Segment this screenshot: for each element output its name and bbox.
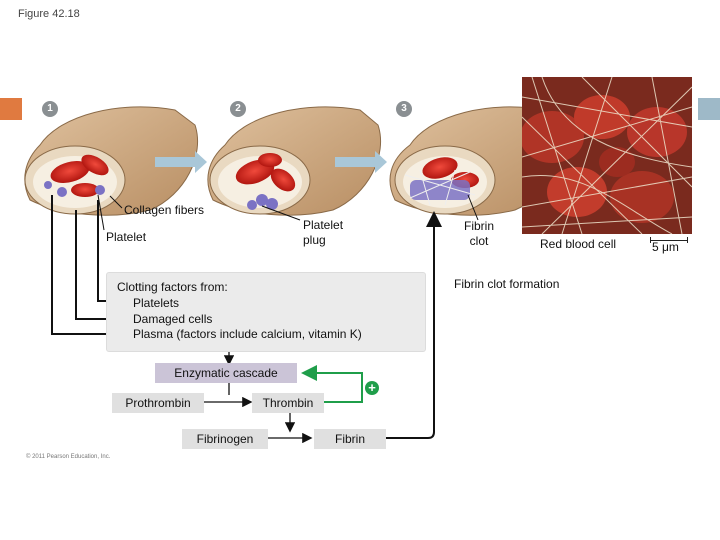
fibrin-clot-formation-label: Fibrin clot formation <box>454 277 560 291</box>
vessel-1-illustration <box>24 106 199 216</box>
factor-plasma: Plasma (factors include calcium, vitamin… <box>133 327 362 341</box>
factor-platelets: Platelets <box>133 296 180 310</box>
red-blood-cell-label: Red blood cell <box>540 237 617 251</box>
flow-arrow-1 <box>155 151 207 173</box>
enzymatic-cascade-box: Enzymatic cascade <box>155 363 297 383</box>
scale-bar <box>650 237 688 243</box>
factor-damaged-cells: Damaged cells <box>133 312 213 326</box>
scale-label: 5 μm <box>652 240 679 254</box>
prothrombin-box: Prothrombin <box>112 393 204 413</box>
vessel-3-illustration <box>389 106 564 216</box>
clotting-factors-heading: Clotting factors from: <box>117 280 228 294</box>
step-1-badge: 1 <box>42 101 58 117</box>
plus-sign-icon <box>365 381 379 395</box>
step-3-badge: 3 <box>396 101 412 117</box>
micrograph <box>522 77 692 234</box>
flow-arrow-2 <box>335 151 387 173</box>
step-2-badge: 2 <box>230 101 246 117</box>
figure-label: Figure 42.18 <box>18 8 80 20</box>
platelet-plug-label: Platelet plug <box>303 218 344 247</box>
vessel-2-illustration <box>207 106 382 216</box>
fibrin-clot-label: Fibrin clot <box>464 219 495 248</box>
fibrinogen-box: Fibrinogen <box>182 429 268 449</box>
collagen-fibers-label: Collagen fibers <box>124 203 205 217</box>
fibrin-box: Fibrin <box>314 429 386 449</box>
orange-marker <box>0 98 22 120</box>
copyright-note: © 2011 Pearson Education, Inc. <box>26 454 111 460</box>
platelet-label: Platelet <box>106 230 147 244</box>
plus-sign-label: + <box>368 380 376 395</box>
thrombin-box: Thrombin <box>252 393 324 413</box>
clotting-factors-box: Clotting factors from: Platelets Damaged… <box>106 272 426 352</box>
blue-marker <box>698 98 720 120</box>
